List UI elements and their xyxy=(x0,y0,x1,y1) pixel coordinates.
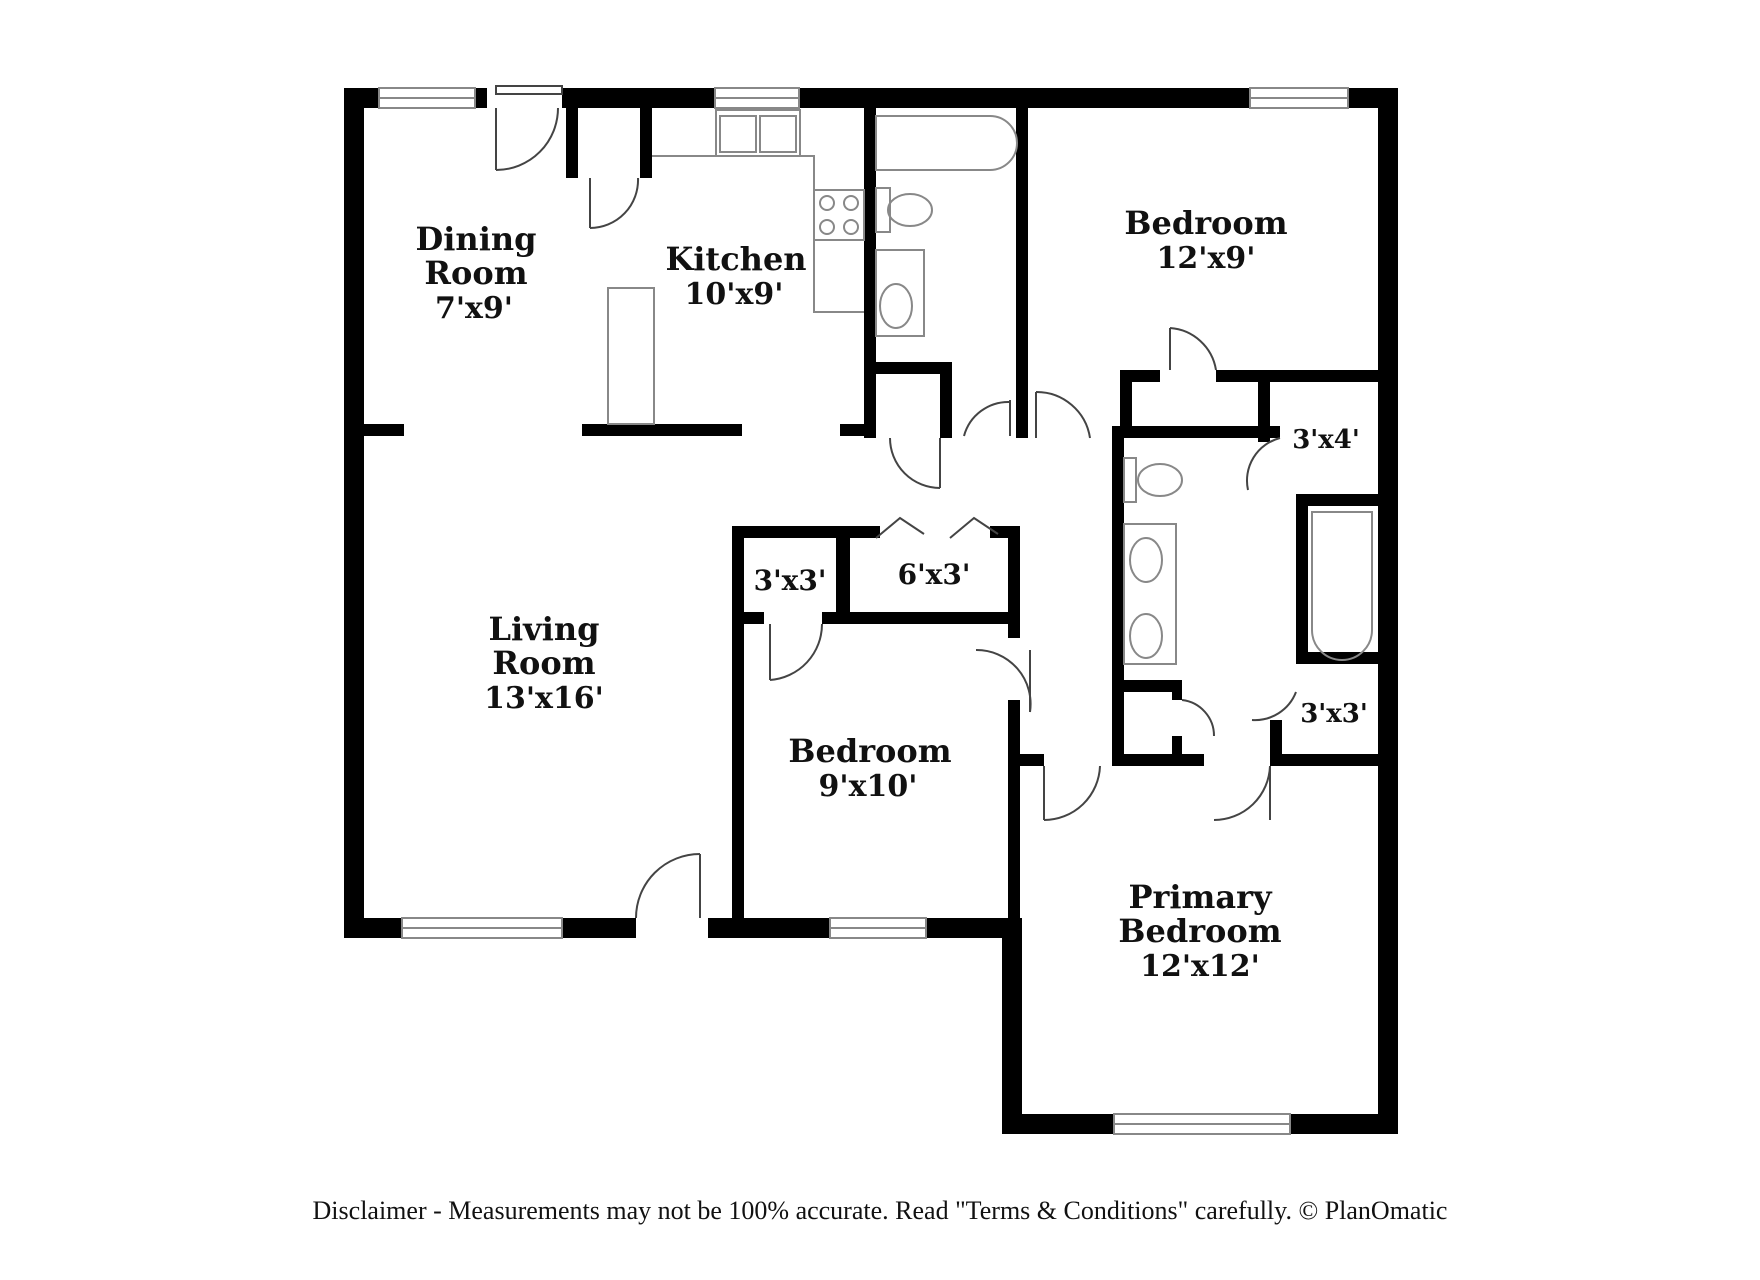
kitchen-sink xyxy=(715,109,801,157)
room-labels: Dining Room 7'x9' Kitchen 10'x9' Bedroom… xyxy=(416,204,1368,984)
front-door-opening xyxy=(636,918,708,938)
kitchen-peninsula xyxy=(607,287,655,425)
label-bedroom-3: Bedroom xyxy=(788,732,951,770)
toilet-2 xyxy=(1137,463,1183,497)
dims-closet-6x3: 6'x3' xyxy=(898,558,971,591)
doors xyxy=(495,85,1297,919)
vanity-1 xyxy=(875,249,925,337)
dims-closet-3x4: 3'x4' xyxy=(1292,425,1360,455)
vanity-2 xyxy=(1123,523,1177,665)
dims-closet-3x3-left: 3'x3' xyxy=(754,564,827,597)
label-primary-bedroom-2: Bedroom xyxy=(1118,912,1281,950)
label-living-room-2: Room xyxy=(492,644,595,682)
dims-kitchen: 10'x9' xyxy=(685,277,784,312)
bathtub-1 xyxy=(875,115,1018,171)
toilet-1 xyxy=(887,193,933,227)
label-primary-bedroom: Primary xyxy=(1128,878,1273,916)
stove xyxy=(813,189,865,241)
label-dining-room-2: Room xyxy=(424,254,527,292)
fixtures xyxy=(607,109,1373,665)
exterior-openings xyxy=(378,87,1349,1135)
dims-bedroom-3: 9'x10' xyxy=(819,769,918,804)
dims-dining-room: 7'x9' xyxy=(435,291,513,326)
disclaimer-text: Disclaimer - Measurements may not be 100… xyxy=(312,1196,1448,1225)
label-dining-room: Dining xyxy=(416,220,537,258)
label-kitchen: Kitchen xyxy=(665,240,806,278)
interior-walls xyxy=(364,108,1378,930)
dims-bedroom-2: 12'x9' xyxy=(1157,241,1256,276)
dims-closet-3x3-right: 3'x3' xyxy=(1300,699,1368,729)
bathtub-2 xyxy=(1311,511,1373,661)
dims-living-room: 13'x16' xyxy=(484,681,604,716)
label-bedroom-2: Bedroom xyxy=(1124,204,1287,242)
dims-primary-bedroom: 12'x12' xyxy=(1140,949,1260,984)
label-living-room: Living xyxy=(488,610,599,648)
